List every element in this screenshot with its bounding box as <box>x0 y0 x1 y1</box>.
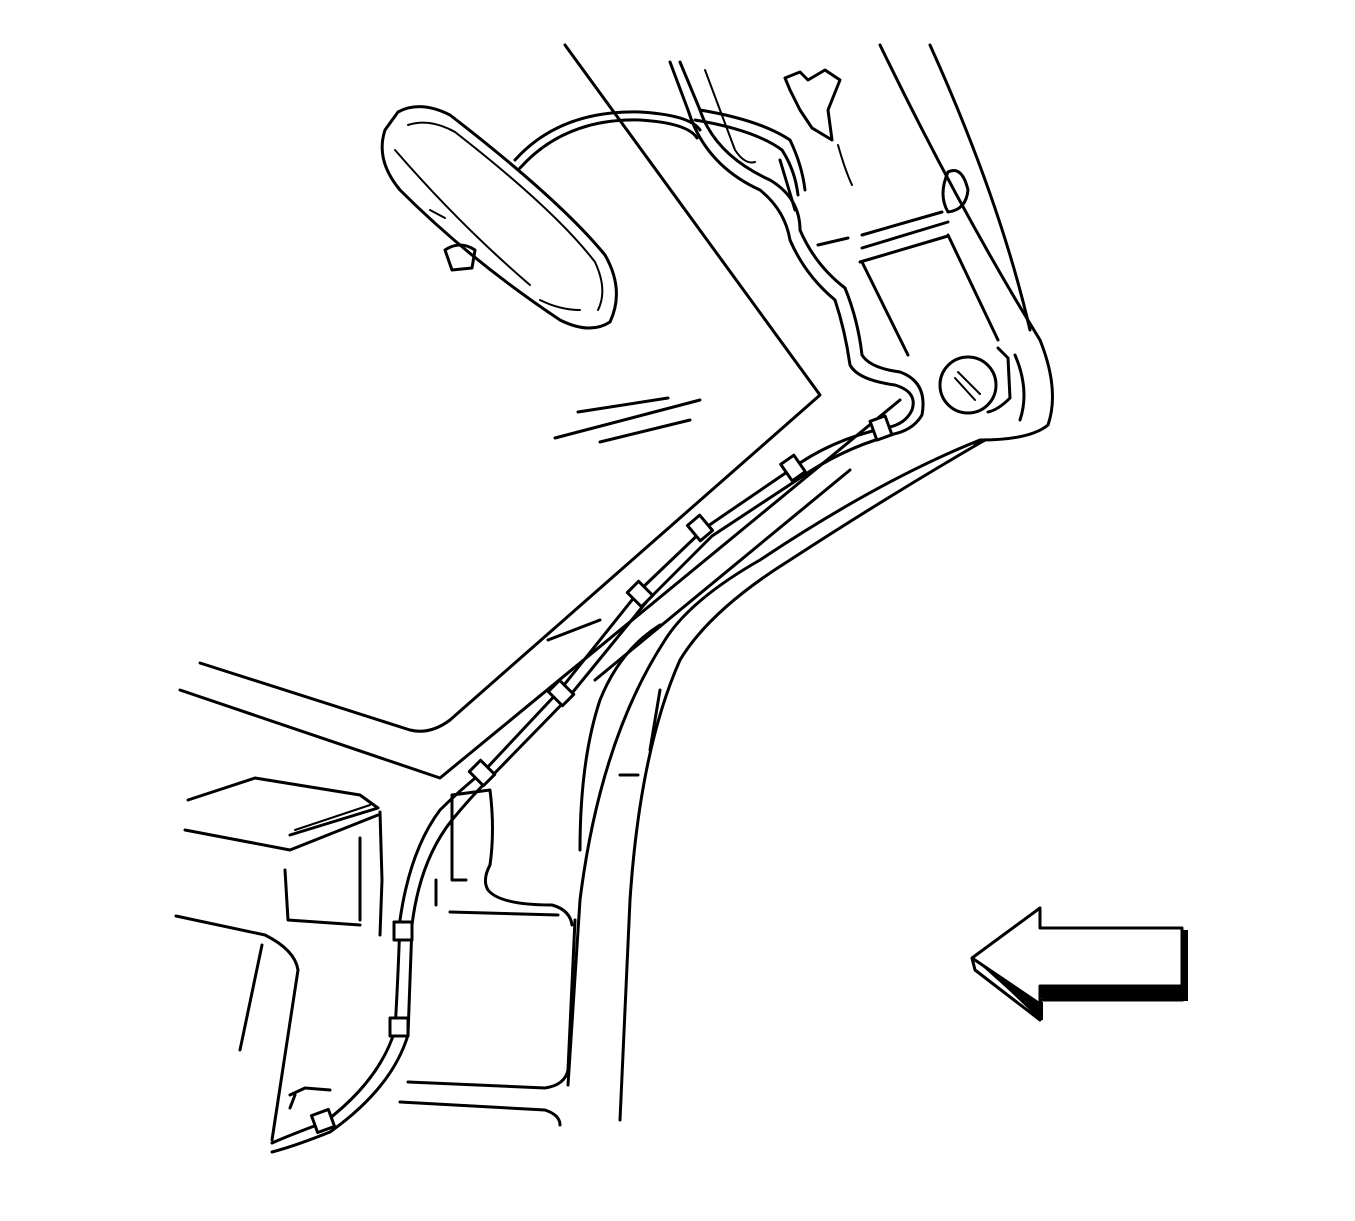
harness-clip <box>546 678 576 708</box>
harness-clip <box>779 453 807 483</box>
harness-clip <box>388 1016 410 1038</box>
windshield-frame <box>178 43 1054 1122</box>
lower-body-structure <box>174 776 577 1142</box>
glass-reflection <box>553 396 702 444</box>
arrow-left-icon <box>970 906 1188 1022</box>
a-pillar-harness <box>270 414 894 1154</box>
rearview-mirror-icon <box>380 105 702 330</box>
harness-clip <box>685 513 715 543</box>
harness-clip <box>868 414 894 442</box>
harness-clip <box>625 579 655 609</box>
wire-harness-icon <box>668 60 1026 437</box>
grommet-icon <box>938 355 998 415</box>
harness-clip <box>467 758 497 788</box>
harness-clip <box>392 920 414 942</box>
harness-clip <box>309 1107 337 1135</box>
